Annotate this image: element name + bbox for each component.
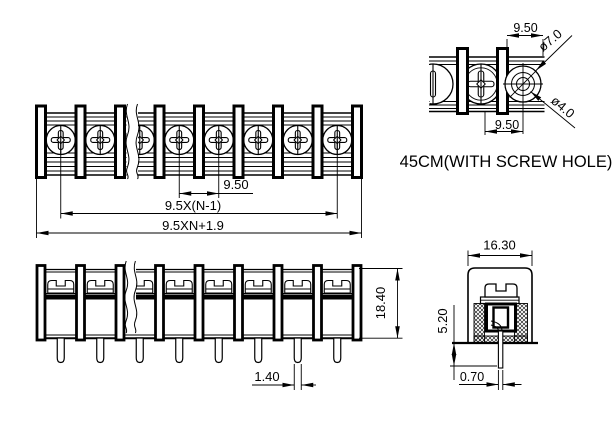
section-width-label: 16.30 bbox=[483, 238, 516, 253]
front-view: 9.50 9.5X(N-1) 9.5XN+1.9 bbox=[35, 103, 363, 238]
top-pitch-top-label: 9.50 bbox=[513, 21, 537, 35]
section-dimensions bbox=[450, 250, 533, 390]
pin-width-label: 1.40 bbox=[254, 369, 279, 384]
front-overall-label: 9.5XN+1.9 bbox=[162, 218, 224, 233]
pin-length-label: 5.20 bbox=[435, 308, 450, 333]
side-view: 18.40 1.40 bbox=[35, 260, 403, 390]
side-dimensions bbox=[252, 268, 403, 390]
break-gap bbox=[126, 104, 138, 179]
break-gap bbox=[125, 262, 136, 333]
front-span-label: 9.5X(N-1) bbox=[165, 198, 221, 213]
top-barrier bbox=[456, 47, 469, 115]
pin-thickness-label: 0.70 bbox=[460, 370, 484, 384]
section-screw-head bbox=[484, 283, 518, 298]
front-pitch-label: 9.50 bbox=[223, 177, 248, 192]
series-caption: 45CM(WITH SCREW HOLE) bbox=[400, 153, 613, 171]
side-height-label: 18.40 bbox=[373, 287, 388, 320]
section-pin bbox=[497, 330, 504, 369]
section-view: 16.30 5.20 0.70 bbox=[435, 238, 538, 390]
front-dimensions bbox=[36, 141, 362, 238]
top-pitch-bottom-label: 9.50 bbox=[495, 118, 519, 132]
partial-screw bbox=[429, 63, 454, 105]
top-dimensions bbox=[484, 33, 576, 135]
